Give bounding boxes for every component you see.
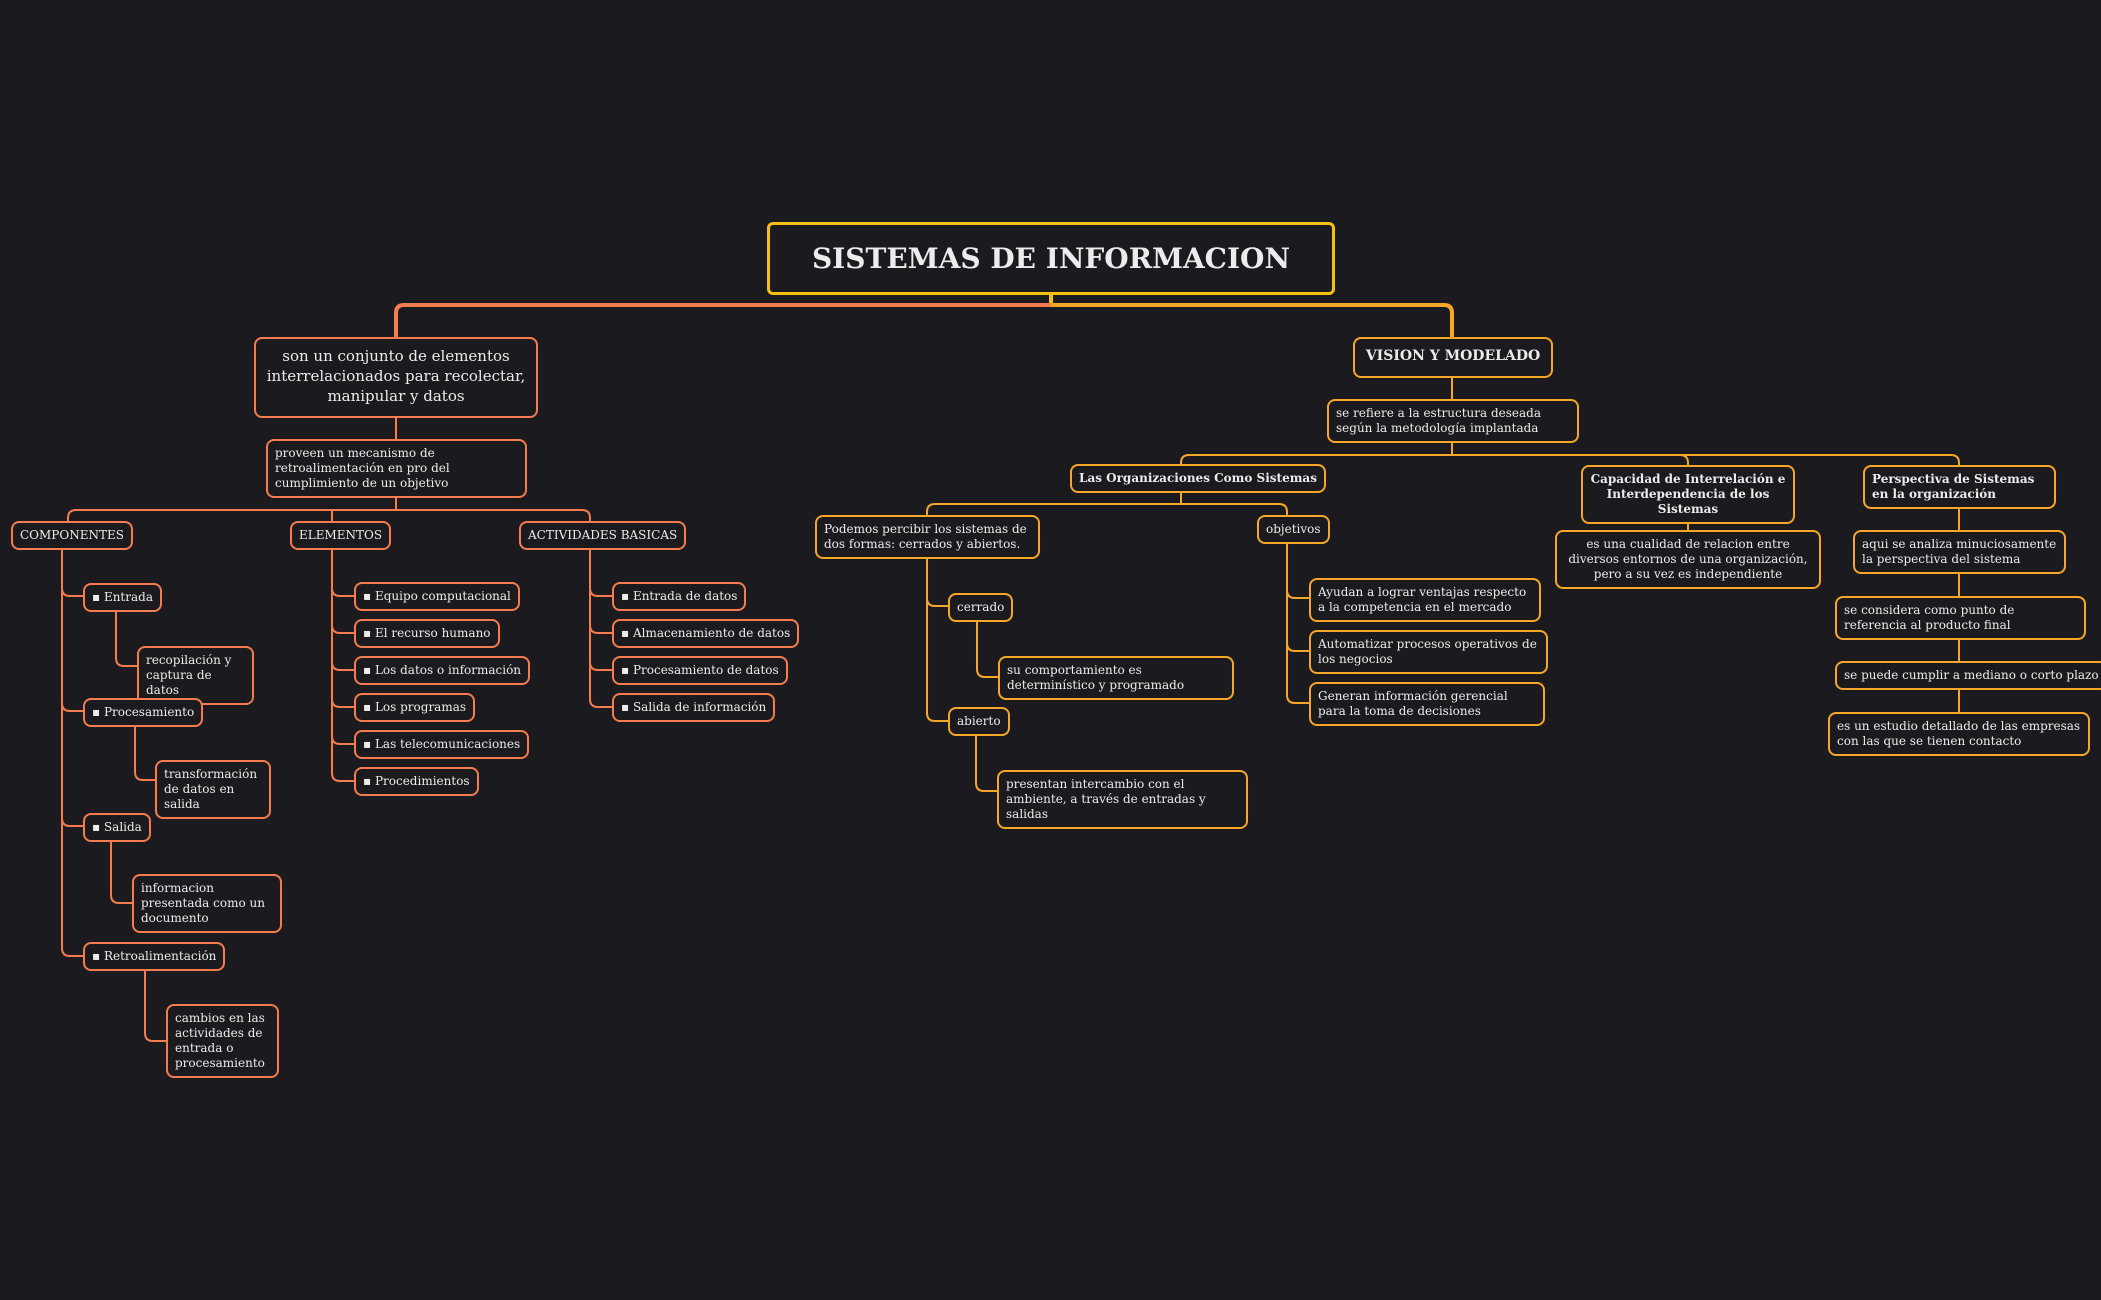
abierto-detail: presentan intercambio con el ambiente, a… [1006,777,1206,821]
perspectiva-item[interactable]: se puede cumplir a mediano o corto plazo [1835,661,2101,690]
objetivo-item[interactable]: Ayudan a lograr ventajas respecto a la c… [1309,578,1541,622]
objetivo-text: Generan información gerencial para la to… [1318,689,1508,718]
componente-retroalimentacion[interactable]: ▪ Retroalimentación [83,942,226,971]
definition-node[interactable]: son un conjunto de elementos interrelaci… [254,337,538,418]
root-node[interactable]: SISTEMAS DE INFORMACION [767,222,1335,295]
actividad-label: ▪ Procesamiento de datos [621,663,779,677]
cerrado-label: cerrado [957,600,1005,614]
componente-detail: cambios en las actividades de entrada o … [175,1011,265,1070]
componente-entrada-detail[interactable]: recopilación y captura de datos [137,646,254,705]
perspectiva-text: es un estudio detallado de las empresas … [1837,719,2081,748]
actividad-item[interactable]: ▪ Entrada de datos [612,582,747,611]
componentes-label: COMPONENTES [20,528,124,542]
feedback-node[interactable]: proveen un mecanismo de retroalimentació… [266,439,527,498]
capacidad-label: Capacidad de Interrelación e Interdepend… [1590,472,1786,516]
actividad-label: ▪ Salida de información [621,700,767,714]
actividad-item[interactable]: ▪ Almacenamiento de datos [612,619,800,648]
elemento-item[interactable]: ▪ Procedimientos [354,767,479,796]
abierto-label: abierto [957,714,1001,728]
elemento-item[interactable]: ▪ Las telecomunicaciones [354,730,530,759]
objetivos-node[interactable]: objetivos [1257,515,1330,544]
root-title: SISTEMAS DE INFORMACION [811,242,1291,275]
componentes-node[interactable]: COMPONENTES [11,521,133,550]
elementos-node[interactable]: ELEMENTOS [290,521,392,550]
feedback-text: proveen un mecanismo de retroalimentació… [275,446,450,490]
elemento-label: ▪ Procedimientos [363,774,470,788]
componente-label: ▪ Retroalimentación [92,949,217,963]
componente-salida[interactable]: ▪ Salida [83,813,151,842]
capacidad-detail: es una cualidad de relacion entre divers… [1568,537,1808,581]
abierto-detail-node[interactable]: presentan intercambio con el ambiente, a… [997,770,1248,829]
objetivos-label: objetivos [1266,522,1321,536]
componente-label: ▪ Procesamiento [92,705,195,719]
objetivo-text: Ayudan a lograr ventajas respecto a la c… [1318,585,1527,614]
objetivo-item[interactable]: Generan información gerencial para la to… [1309,682,1545,726]
vision-title: VISION Y MODELADO [1365,348,1541,364]
vision-definition-node[interactable]: se refiere a la estructura deseada según… [1327,399,1579,443]
abierto-node[interactable]: abierto [948,707,1010,736]
elementos-label: ELEMENTOS [299,528,383,542]
cerrado-detail-node[interactable]: su comportamiento es determinístico y pr… [998,656,1234,700]
elemento-label: ▪ Los programas [363,700,467,714]
componente-procesamiento-detail[interactable]: transformación de datos en salida [155,760,271,819]
componente-detail: informacion presentada como un documento [141,881,265,925]
perspectiva-item[interactable]: es un estudio detallado de las empresas … [1828,712,2090,756]
capacidad-detail-node[interactable]: es una cualidad de relacion entre divers… [1555,530,1821,589]
elemento-label: ▪ Las telecomunicaciones [363,737,521,751]
actividad-label: ▪ Entrada de datos [621,589,738,603]
formas-text: Podemos percibir los sistemas de dos for… [824,522,1027,551]
definition-text: son un conjunto de elementos interrelaci… [266,347,526,405]
actividades-label: ACTIVIDADES BASICAS [528,528,678,542]
vision-node[interactable]: VISION Y MODELADO [1353,337,1553,378]
elemento-label: ▪ El recurso humano [363,626,491,640]
perspectiva-text: aqui se analiza minuciosamente la perspe… [1862,537,2057,566]
componente-label: ▪ Entrada [92,590,153,604]
actividad-item[interactable]: ▪ Procesamiento de datos [612,656,788,685]
elemento-item[interactable]: ▪ Equipo computacional [354,582,520,611]
perspectiva-text: se puede cumplir a mediano o corto plazo [1844,668,2099,682]
componente-salida-detail[interactable]: informacion presentada como un documento [132,874,282,933]
objetivo-item[interactable]: Automatizar procesos operativos de los n… [1309,630,1548,674]
cerrado-detail: su comportamiento es determinístico y pr… [1007,663,1185,692]
capacidad-node[interactable]: Capacidad de Interrelación e Interdepend… [1581,465,1795,524]
formas-node[interactable]: Podemos percibir los sistemas de dos for… [815,515,1040,559]
perspectiva-item[interactable]: se considera como punto de referencia al… [1835,596,2086,640]
actividad-label: ▪ Almacenamiento de datos [621,626,791,640]
perspectiva-item[interactable]: aqui se analiza minuciosamente la perspe… [1853,530,2066,574]
elemento-label: ▪ Equipo computacional [363,589,511,603]
componente-label: ▪ Salida [92,820,142,834]
elemento-item[interactable]: ▪ Los datos o información [354,656,531,685]
perspectiva-text: se considera como punto de referencia al… [1844,603,2015,632]
cerrado-node[interactable]: cerrado [948,593,1014,622]
elemento-item[interactable]: ▪ El recurso humano [354,619,500,648]
componente-detail: transformación de datos en salida [164,767,258,811]
componente-retroalimentacion-detail[interactable]: cambios en las actividades de entrada o … [166,1004,279,1078]
organizaciones-node[interactable]: Las Organizaciones Como Sistemas [1070,464,1326,493]
objetivo-text: Automatizar procesos operativos de los n… [1318,637,1537,666]
perspectiva-label: Perspectiva de Sistemas en la organizaci… [1872,472,2035,501]
actividad-item[interactable]: ▪ Salida de información [612,693,776,722]
elemento-item[interactable]: ▪ Los programas [354,693,476,722]
vision-definition-text: se refiere a la estructura deseada según… [1336,406,1542,435]
organizaciones-label: Las Organizaciones Como Sistemas [1079,471,1317,485]
componente-procesamiento[interactable]: ▪ Procesamiento [83,698,204,727]
componente-entrada[interactable]: ▪ Entrada [83,583,162,612]
perspectiva-node[interactable]: Perspectiva de Sistemas en la organizaci… [1863,465,2056,509]
elemento-label: ▪ Los datos o información [363,663,522,677]
actividades-node[interactable]: ACTIVIDADES BASICAS [519,521,687,550]
componente-detail: recopilación y captura de datos [146,653,232,697]
